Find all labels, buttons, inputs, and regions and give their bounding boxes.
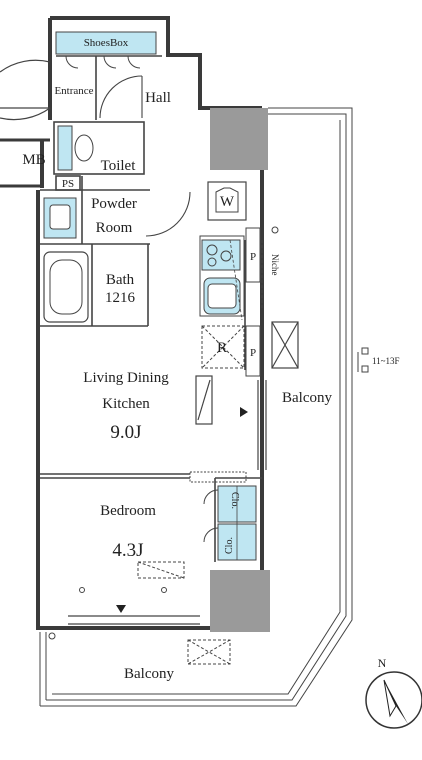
pipe-spaces — [245, 227, 261, 377]
bathtub — [43, 251, 89, 323]
mb-area — [0, 138, 50, 188]
bedroom-ac — [137, 561, 185, 579]
washer — [207, 181, 247, 221]
ldk-counter-strip — [189, 471, 247, 483]
ldk-label-1: Living Dining — [83, 370, 169, 386]
powder-label-2: Room — [96, 220, 133, 236]
closet-lower-label: Clo. — [224, 537, 235, 554]
north-label: N — [378, 656, 387, 670]
toilet-label: Toilet — [101, 158, 137, 174]
powder-label-1: Powder — [91, 196, 137, 212]
shoes-box-label: ShoesBox — [84, 37, 129, 49]
partitions — [40, 55, 262, 562]
pipe-upper-label: P — [250, 251, 256, 263]
bedroom-closets — [203, 485, 257, 561]
columns — [210, 108, 270, 632]
refrigerator-label: R — [217, 340, 227, 356]
fixture-dots — [48, 226, 279, 640]
hall-label: Hall — [145, 90, 171, 106]
ldk-furniture — [195, 375, 213, 425]
mb-label: MB — [22, 152, 45, 168]
closet-door-swings — [65, 55, 141, 69]
ac-unit — [271, 321, 299, 369]
bedroom-label: Bedroom — [100, 503, 156, 519]
hall-door — [99, 75, 191, 237]
entrance-door — [0, 59, 51, 121]
bedroom-window — [68, 615, 200, 625]
niche-label: Niche — [270, 254, 280, 276]
entrance-label: Entrance — [54, 85, 93, 97]
arrows — [116, 407, 248, 613]
bath-label-1: Bath — [106, 272, 135, 288]
south-ac — [187, 639, 231, 665]
refrigerator-space — [201, 325, 245, 369]
floors-label: 11~13F — [372, 356, 400, 366]
bedroom-size: 4.3J — [112, 540, 143, 561]
toilet-fixtures — [57, 125, 94, 171]
powder-sink — [43, 197, 77, 239]
room-labels: Entrance Hall MB Toilet PS Powder Room B… — [22, 85, 399, 682]
bath-label-2: 1216 — [105, 290, 136, 306]
floor-marker — [357, 347, 369, 373]
east-window — [257, 380, 267, 470]
closet-upper-label: Clo. — [229, 492, 240, 509]
ps-label: PS — [62, 178, 74, 190]
kitchen — [199, 235, 245, 321]
ldk-label-2: Kitchen — [102, 396, 150, 412]
pipe-lower-label: P — [250, 347, 256, 359]
shoes-box: ShoesBox — [55, 31, 157, 55]
balcony-east-label: Balcony — [282, 390, 332, 406]
north-compass — [365, 671, 422, 729]
washer-label: W — [220, 194, 235, 210]
ldk-size: 9.0J — [110, 422, 141, 443]
balcony-rails — [39, 107, 353, 707]
balcony-south-label: Balcony — [124, 666, 174, 682]
